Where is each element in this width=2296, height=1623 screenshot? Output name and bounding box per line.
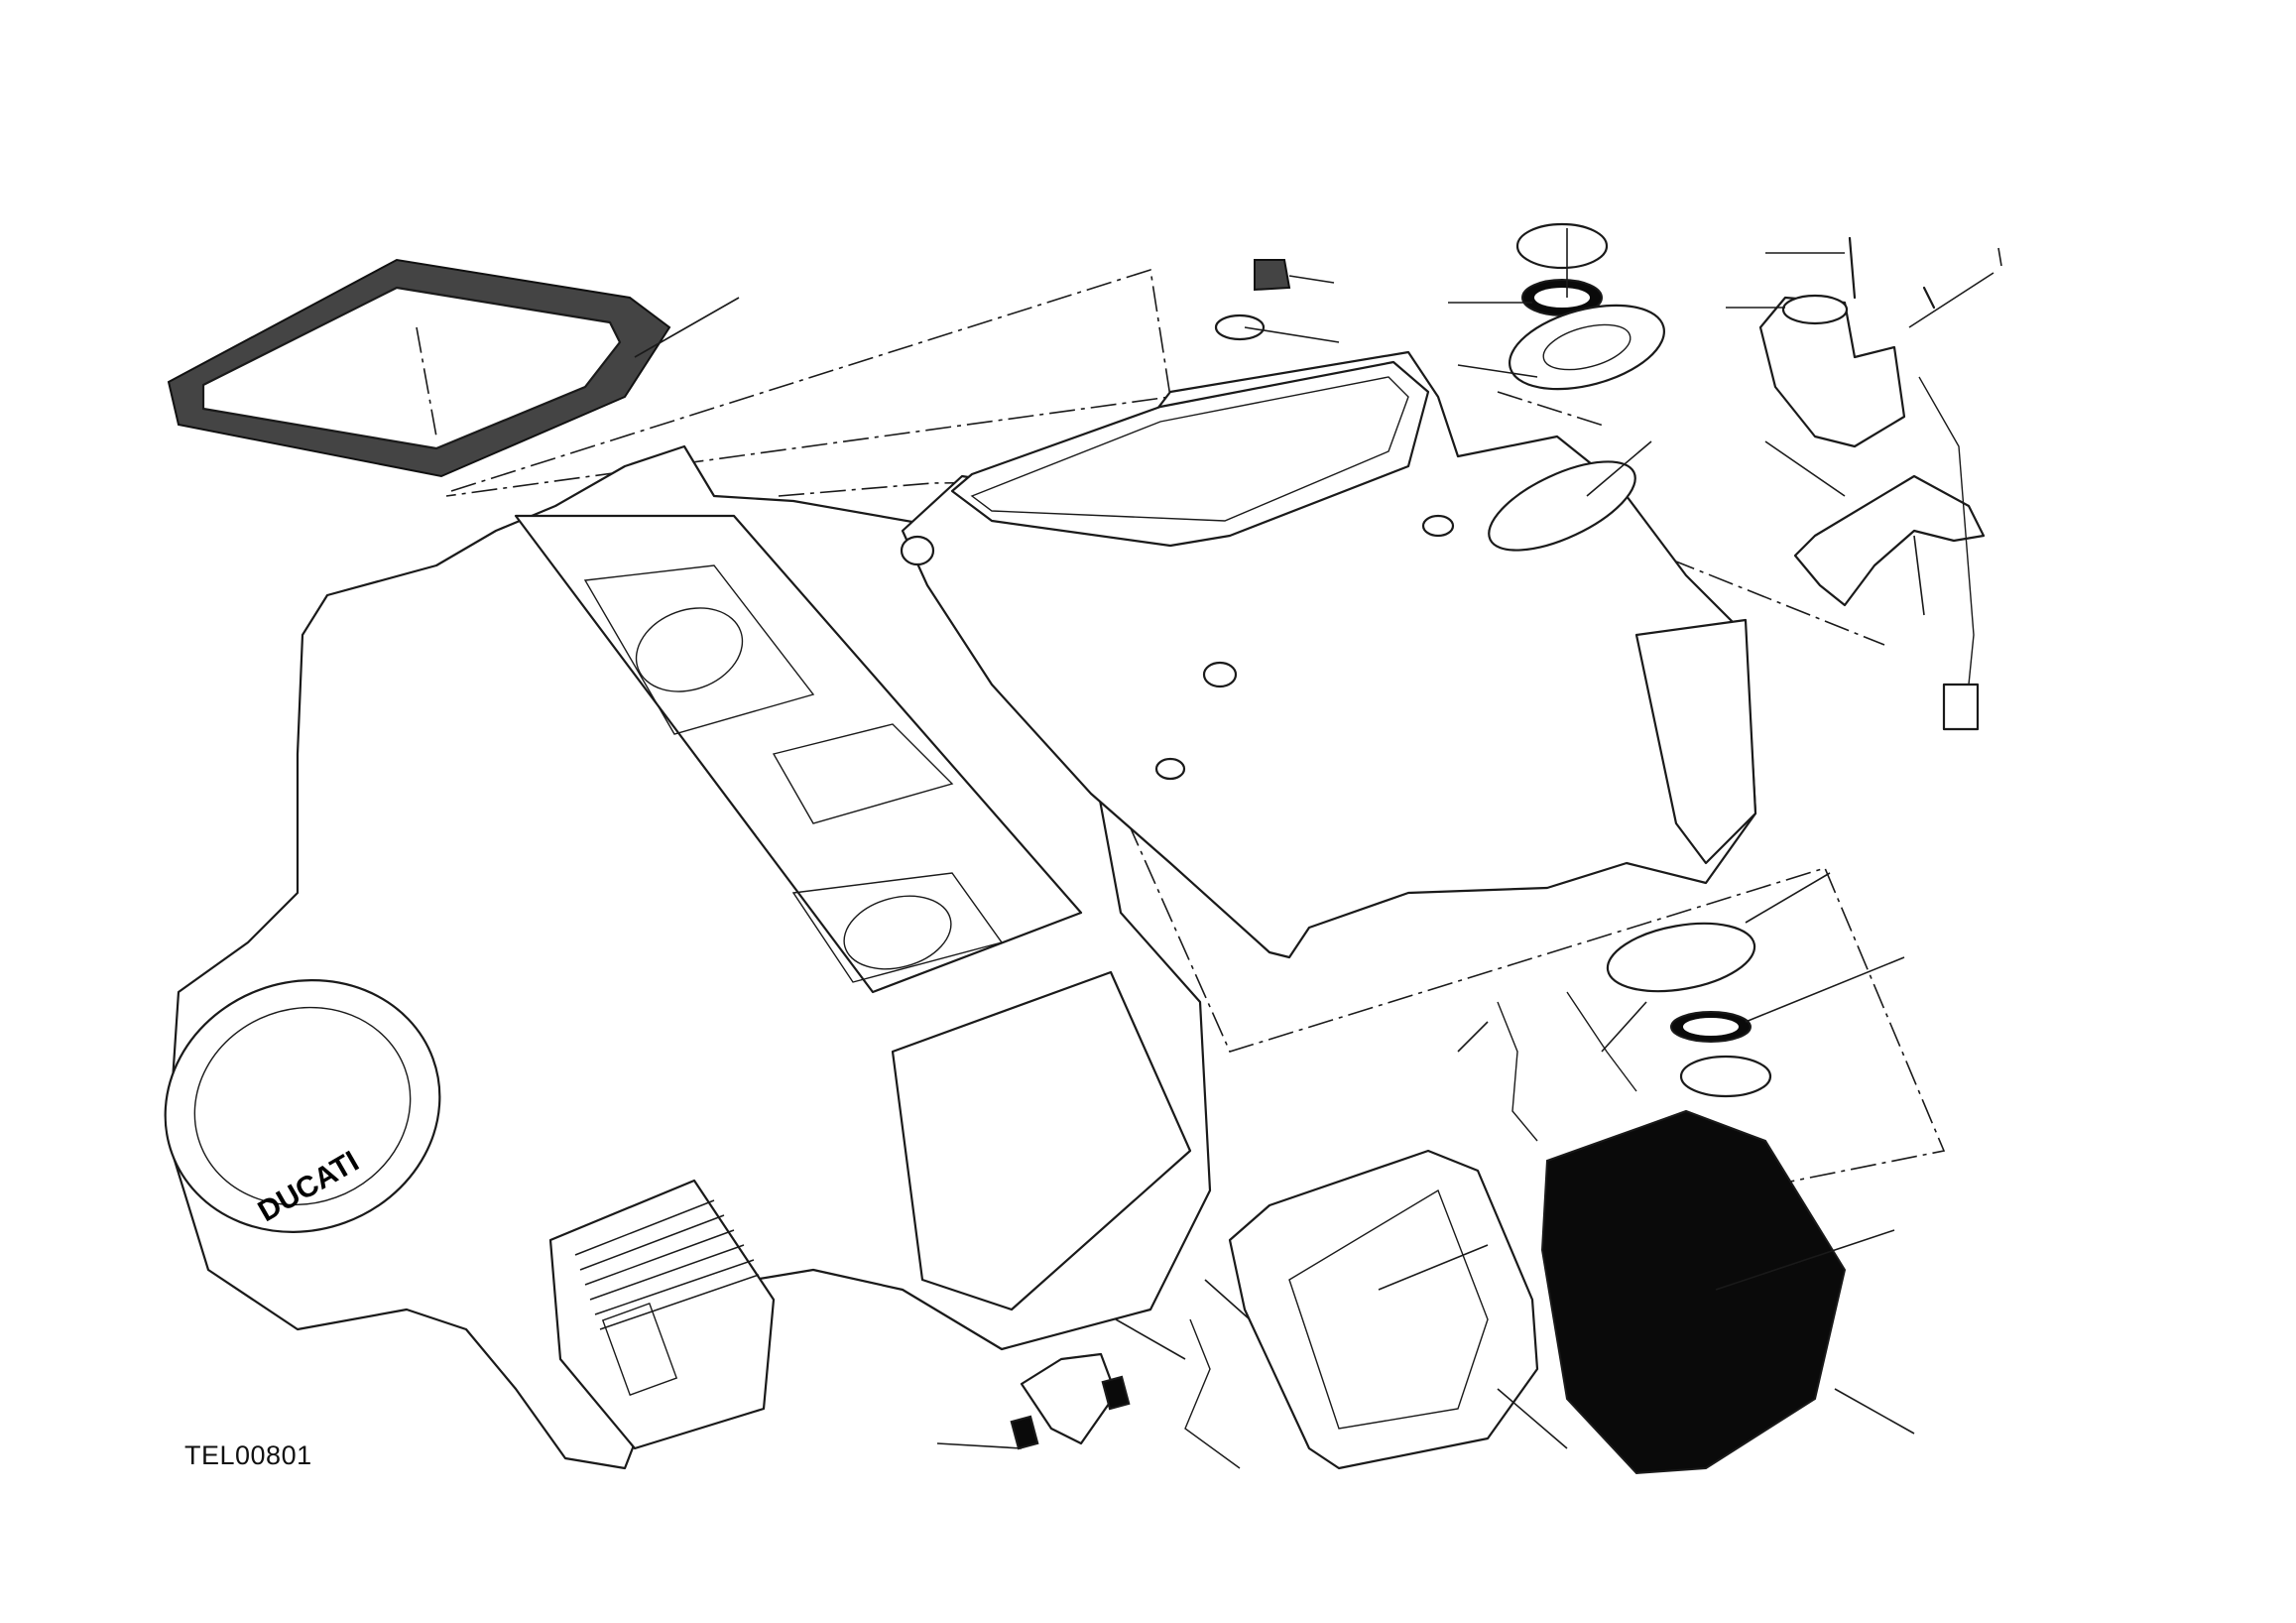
nut xyxy=(1254,259,1291,292)
airbox-side-opening xyxy=(1634,618,1757,865)
lower-ring xyxy=(1679,1055,1772,1098)
airbox-intake-port xyxy=(1488,460,1636,552)
filter-frame xyxy=(1228,1149,1539,1470)
cylinder-head-front xyxy=(891,970,1192,1311)
diagram-code: TEL00801 xyxy=(184,1440,312,1470)
mounting-bracket xyxy=(1793,474,1986,607)
ring-top xyxy=(1515,222,1609,270)
connector xyxy=(1942,683,1980,731)
oil-cooler xyxy=(548,1179,776,1450)
engine-block: DUCATI xyxy=(164,444,1212,1470)
filter-assembly xyxy=(1010,922,1847,1475)
airbox xyxy=(900,350,1757,959)
airbox-gasket xyxy=(167,258,671,478)
small-parts-top xyxy=(1214,222,1665,391)
clutch-cover xyxy=(164,979,441,1233)
air-filter xyxy=(1540,1109,1847,1475)
throttle-body-flange xyxy=(1509,304,1665,391)
airbox-top-opening xyxy=(950,360,1430,548)
leader-lines xyxy=(634,228,2002,1449)
cylinder-head-rear xyxy=(514,514,1083,994)
actuator-assembly xyxy=(1758,236,1986,731)
spring-clip-left xyxy=(1020,1352,1118,1445)
washer xyxy=(1214,313,1266,341)
lower-flange xyxy=(1606,922,1756,993)
